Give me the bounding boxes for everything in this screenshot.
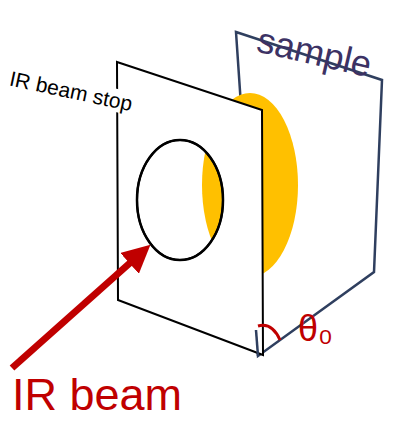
angle-label: θ₀ [296, 310, 335, 348]
beam-stop-plate [117, 62, 263, 355]
angle-arc [258, 325, 280, 340]
beam-label: IR beam [10, 371, 184, 418]
beam-stop-hole [137, 140, 223, 260]
sample-edge [256, 330, 258, 356]
ir-beam-arrow [12, 254, 140, 368]
